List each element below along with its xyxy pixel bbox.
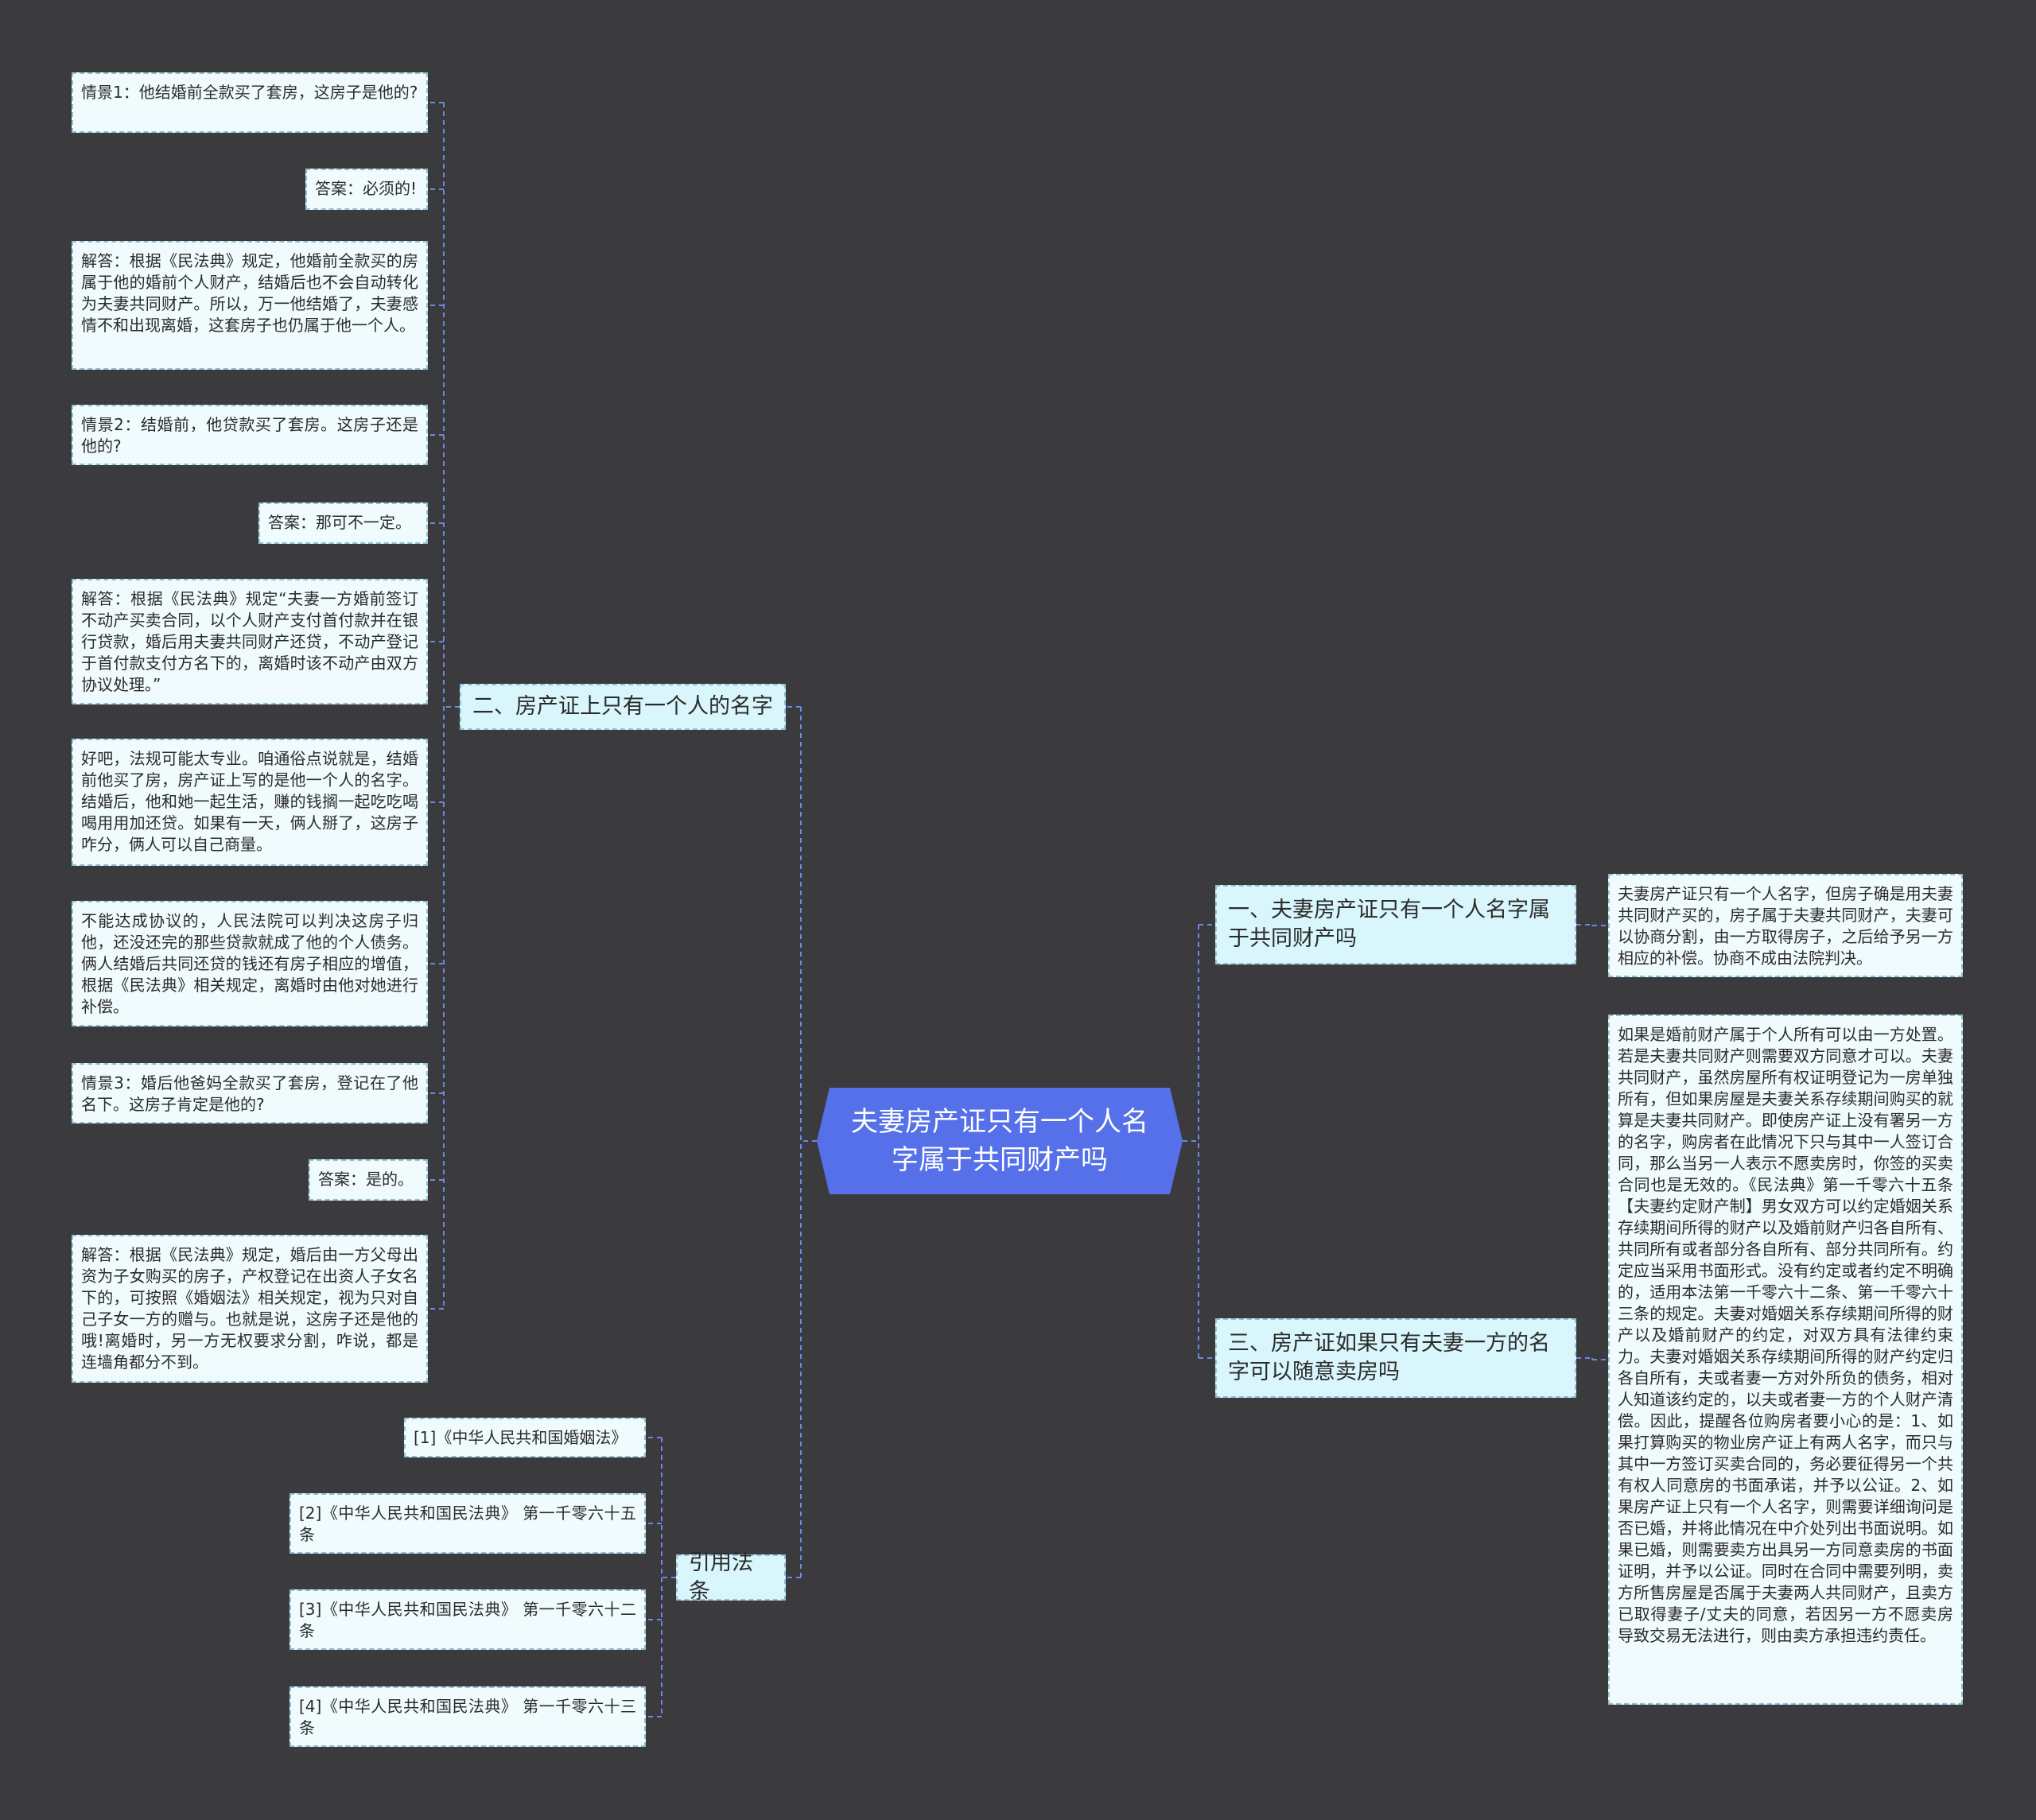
leaf-scenario-3[interactable]: 情景3：婚后他爸妈全款买了套房，登记在了他名下。这房子肯定是他的? <box>72 1063 428 1123</box>
leaf-explain-3[interactable]: 解答：根据《民法典》规定，婚后由一方父母出资为子女购买的房子，产权登记在出资人子… <box>72 1235 428 1383</box>
branch-right-1[interactable]: 一、夫妻房产证只有一个人名字属于共同财产吗 <box>1215 885 1576 964</box>
citation-1[interactable]: [1]《中华人民共和国婚姻法》 <box>404 1418 646 1457</box>
leaf-right-1-detail[interactable]: 夫妻房产证只有一个人名字，但房子确是用夫妻共同财产买的，房子属于夫妻共同财产，夫… <box>1608 874 1963 977</box>
branch-left-main[interactable]: 二、房产证上只有一个人的名字 <box>460 684 786 730</box>
leaf-answer-1[interactable]: 答案：必须的! <box>305 169 428 210</box>
branch-citations[interactable]: 引用法条 <box>676 1550 786 1604</box>
branch-right-3[interactable]: 三、房产证如果只有夫妻一方的名字可以随意卖房吗 <box>1215 1318 1576 1398</box>
leaf-answer-2[interactable]: 答案：那可不一定。 <box>258 503 428 544</box>
leaf-scenario-2[interactable]: 情景2：结婚前，他贷款买了套房。这房子还是他的? <box>72 405 428 465</box>
leaf-scenario-1[interactable]: 情景1：他结婚前全款买了套房，这房子是他的? <box>72 72 428 133</box>
leaf-court-decision[interactable]: 不能达成协议的，人民法院可以判决这房子归他，还没还完的那些贷款就成了他的个人债务… <box>72 901 428 1026</box>
citation-4[interactable]: [4]《中华人民共和国民法典》 第一千零六十三条 <box>289 1686 646 1747</box>
leaf-explain-2[interactable]: 解答：根据《民法典》规定“夫妻一方婚前签订不动产买卖合同，以个人财产支付首付款并… <box>72 579 428 704</box>
root-node[interactable]: 夫妻房产证只有一个人名字属于共同财产吗 <box>817 1088 1183 1194</box>
leaf-answer-3[interactable]: 答案：是的。 <box>309 1159 428 1201</box>
citation-3[interactable]: [3]《中华人民共和国民法典》 第一千零六十二条 <box>289 1589 646 1650</box>
leaf-explain-1[interactable]: 解答：根据《民法典》规定，他婚前全款买的房属于他的婚前个人财产，结婚后也不会自动… <box>72 241 428 370</box>
leaf-right-3-detail[interactable]: 如果是婚前财产属于个人所有可以由一方处置。若是夫妻共同财产则需要双方同意才可以。… <box>1608 1015 1963 1705</box>
leaf-plain-explain[interactable]: 好吧，法规可能太专业。咱通俗点说就是，结婚前他买了房，房产证上写的是他一个人的名… <box>72 739 428 866</box>
citation-2[interactable]: [2]《中华人民共和国民法典》 第一千零六十五条 <box>289 1493 646 1554</box>
